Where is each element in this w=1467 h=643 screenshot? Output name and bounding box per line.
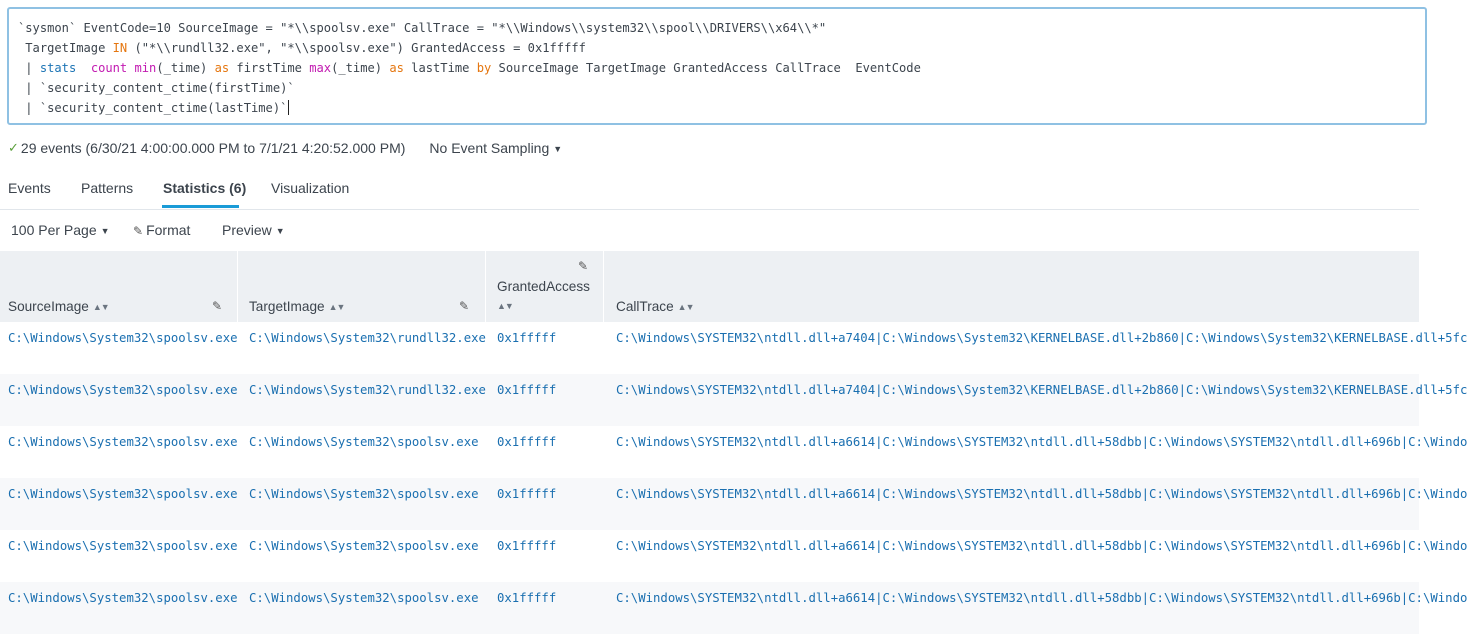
caret-down-icon: ▼ <box>275 226 285 236</box>
search-query-line[interactable]: TargetImage IN ("*\\rundll32.exe", "*\\s… <box>9 38 1425 58</box>
table-row: C:\Windows\System32\spoolsv.exe C:\Window… <box>0 530 1467 582</box>
cell-calltrace[interactable]: C:\Windows\SYSTEM32\ntdll.dll+a6614|C:\W… <box>616 487 1467 501</box>
cell-targetimage[interactable]: C:\Windows\System32\spoolsv.exe <box>249 591 479 605</box>
pencil-icon: ✎ <box>133 224 144 238</box>
cell-grantedaccess[interactable]: 0x1fffff <box>497 331 557 345</box>
query-token: as <box>389 61 404 75</box>
per-page-dropdown[interactable]: 100 Per Page▼ <box>11 222 110 238</box>
cell-sourceimage[interactable]: C:\Windows\System32\spoolsv.exe <box>8 591 238 605</box>
query-token: | <box>18 61 40 75</box>
cell-calltrace[interactable]: C:\Windows\SYSTEM32\ntdll.dll+a7404|C:\W… <box>616 331 1467 345</box>
query-token: `sysmon` EventCode=10 SourceImage = "*\\… <box>18 21 827 35</box>
text-cursor <box>288 100 290 115</box>
results-tabs: Events Patterns Statistics (6) Visualiza… <box>0 170 1419 210</box>
query-token: lastTime <box>403 61 477 75</box>
column-label: SourceImage <box>8 299 89 314</box>
query-token: IN <box>112 41 128 55</box>
pencil-icon[interactable]: ✎ <box>212 299 223 313</box>
caret-down-icon: ▼ <box>100 226 110 236</box>
table-row: C:\Windows\System32\spoolsv.exe C:\Window… <box>0 426 1467 478</box>
query-token: (_time) <box>331 61 390 75</box>
query-token: TargetImage <box>18 41 113 55</box>
query-token <box>127 61 134 75</box>
column-header-calltrace[interactable]: CallTrace▲▼ <box>604 251 1419 322</box>
cell-grantedaccess[interactable]: 0x1fffff <box>497 435 557 449</box>
cell-calltrace[interactable]: C:\Windows\SYSTEM32\ntdll.dll+a6614|C:\W… <box>616 591 1467 605</box>
query-token: as <box>214 61 230 75</box>
preview-label: Preview <box>222 222 272 238</box>
cell-sourceimage[interactable]: C:\Windows\System32\spoolsv.exe <box>8 383 238 397</box>
event-sampling-label: No Event Sampling <box>429 140 550 156</box>
table-row: C:\Windows\System32\spoolsv.exe C:\Window… <box>0 374 1467 426</box>
search-status-bar: ✓ 29 events (6/30/21 4:00:00.000 PM to 7… <box>8 140 562 156</box>
table-row: C:\Windows\System32\spoolsv.exe C:\Window… <box>0 478 1467 530</box>
query-token: | `security_content_ctime(firstTime)` <box>18 81 295 95</box>
cell-targetimage[interactable]: C:\Windows\System32\spoolsv.exe <box>249 487 479 501</box>
search-query-line[interactable]: | `security_content_ctime(firstTime)` <box>9 78 1425 98</box>
query-token: ("*\\rundll32.exe", "*\\spoolsv.exe") Gr… <box>127 41 586 55</box>
cell-calltrace[interactable]: C:\Windows\SYSTEM32\ntdll.dll+a7404|C:\W… <box>616 383 1467 397</box>
query-token: firstTime <box>229 61 310 75</box>
cell-targetimage[interactable]: C:\Windows\System32\rundll32.exe <box>249 331 486 345</box>
cell-targetimage[interactable]: C:\Windows\System32\rundll32.exe <box>249 383 486 397</box>
query-token: min <box>134 61 157 75</box>
sort-icon[interactable]: ▲▼ <box>92 302 110 312</box>
cell-sourceimage[interactable]: C:\Windows\System32\spoolsv.exe <box>8 331 238 345</box>
cell-grantedaccess[interactable]: 0x1fffff <box>497 487 557 501</box>
cell-calltrace[interactable]: C:\Windows\SYSTEM32\ntdll.dll+a6614|C:\W… <box>616 435 1467 449</box>
sort-icon[interactable]: ▲▼ <box>677 302 695 312</box>
preview-dropdown[interactable]: Preview▼ <box>222 222 285 238</box>
check-icon: ✓ <box>8 140 19 155</box>
format-label: Format <box>146 222 191 238</box>
cell-targetimage[interactable]: C:\Windows\System32\spoolsv.exe <box>249 539 479 553</box>
search-query-line[interactable]: `sysmon` EventCode=10 SourceImage = "*\\… <box>9 18 1425 38</box>
table-row: C:\Windows\System32\spoolsv.exe C:\Window… <box>0 582 1467 634</box>
tab-statistics[interactable]: Statistics (6) <box>163 180 247 196</box>
cell-sourceimage[interactable]: C:\Windows\System32\spoolsv.exe <box>8 487 238 501</box>
search-query-text[interactable]: `sysmon` EventCode=10 SourceImage = "*\\… <box>9 18 1425 118</box>
search-query-line[interactable]: | stats count min(_time) as firstTime ma… <box>9 58 1425 78</box>
cell-grantedaccess[interactable]: 0x1fffff <box>497 591 557 605</box>
cell-targetimage[interactable]: C:\Windows\System32\spoolsv.exe <box>249 435 479 449</box>
cell-sourceimage[interactable]: C:\Windows\System32\spoolsv.exe <box>8 539 238 553</box>
column-label: TargetImage <box>249 299 325 314</box>
column-label: CallTrace <box>616 299 674 314</box>
sort-icon[interactable]: ▲▼ <box>328 302 346 312</box>
tab-visualization[interactable]: Visualization <box>271 180 350 196</box>
tab-patterns[interactable]: Patterns <box>81 180 134 196</box>
search-query-editor[interactable]: `sysmon` EventCode=10 SourceImage = "*\\… <box>7 7 1427 125</box>
event-count-summary: 29 events (6/30/21 4:00:00.000 PM to 7/1… <box>20 140 406 156</box>
column-label: GrantedAccess <box>497 279 590 294</box>
column-header-targetimage[interactable]: TargetImage▲▼ ✎ <box>238 251 486 322</box>
search-query-line[interactable]: | `security_content_ctime(lastTime)` <box>9 98 1425 118</box>
active-tab-indicator <box>162 205 239 208</box>
cell-calltrace[interactable]: C:\Windows\SYSTEM32\ntdll.dll+a6614|C:\W… <box>616 539 1467 553</box>
query-token: (_time) <box>156 61 215 75</box>
format-button[interactable]: ✎Format <box>133 222 190 238</box>
pencil-icon[interactable]: ✎ <box>459 299 470 313</box>
cell-sourceimage[interactable]: C:\Windows\System32\spoolsv.exe <box>8 435 238 449</box>
table-row: C:\Windows\System32\spoolsv.exe C:\Window… <box>0 322 1467 374</box>
cell-grantedaccess[interactable]: 0x1fffff <box>497 539 557 553</box>
statistics-table: SourceImage▲▼ ✎ TargetImage▲▼ ✎ ✎ Grante… <box>0 251 1467 634</box>
sort-icon[interactable]: ▲▼ <box>497 301 514 311</box>
column-header-grantedaccess[interactable]: ✎ GrantedAccess ▲▼ <box>486 251 604 322</box>
query-token: by <box>476 61 492 75</box>
event-sampling-dropdown[interactable]: No Event Sampling▼ <box>429 140 562 156</box>
per-page-label: 100 Per Page <box>11 222 97 238</box>
caret-down-icon: ▼ <box>553 144 563 154</box>
query-token: stats <box>39 61 77 75</box>
query-token: | `security_content_ctime(lastTime)` <box>18 101 288 115</box>
tab-events[interactable]: Events <box>8 180 51 196</box>
query-token: count <box>90 61 128 75</box>
query-token <box>76 61 91 75</box>
query-token: SourceImage TargetImage GrantedAccess Ca… <box>491 61 921 75</box>
pencil-icon[interactable]: ✎ <box>578 259 589 273</box>
column-header-sourceimage[interactable]: SourceImage▲▼ ✎ <box>0 251 238 322</box>
table-header: SourceImage▲▼ ✎ TargetImage▲▼ ✎ ✎ Grante… <box>0 251 1419 322</box>
query-token: max <box>309 61 332 75</box>
cell-grantedaccess[interactable]: 0x1fffff <box>497 383 557 397</box>
